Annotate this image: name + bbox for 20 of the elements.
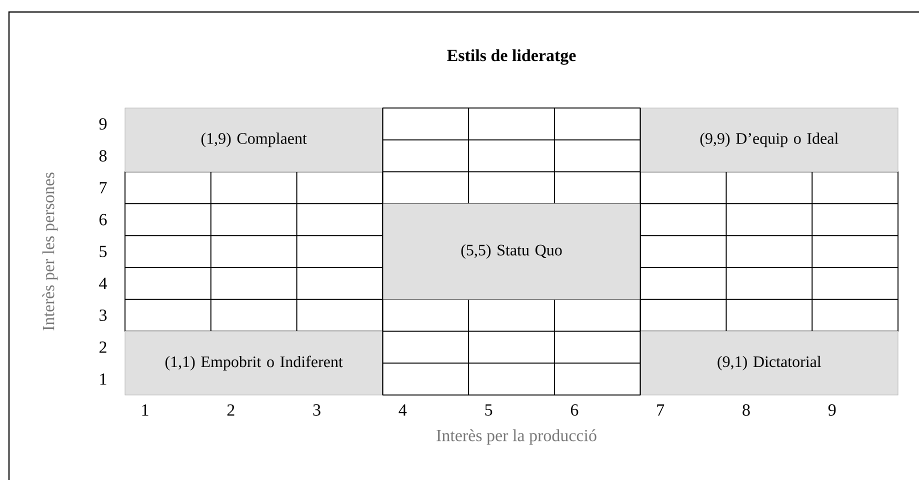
tick-label: 7 [100,182,107,194]
axis-title: Interès per la producció [436,429,596,445]
tick-label: 3 [100,310,107,321]
tick-label: 1 [100,373,106,385]
tick-label: 4 [99,278,107,289]
tick-label: 2 [100,342,106,353]
tick-label: 5 [100,246,107,258]
style-box: (5,5) Statu Quo [382,203,641,300]
tick-label: 8 [99,150,107,162]
style-box: (1,9) Complaent [124,108,383,172]
style-box: (1,1) Empobrit o Indiferent [124,330,383,396]
tick-label: 4 [398,404,407,416]
title: Estils de lideratge [447,49,576,65]
style-box: (9,9) D’equip o Ideal [640,108,898,172]
tick-label: 6 [100,214,107,226]
tick-label: 5 [485,404,492,416]
tick-label: 6 [570,404,578,416]
axis-title: Interès per les persones [42,172,58,330]
tick-label: 9 [99,118,107,130]
style-box: (9,1) Dictatorial [640,330,898,396]
